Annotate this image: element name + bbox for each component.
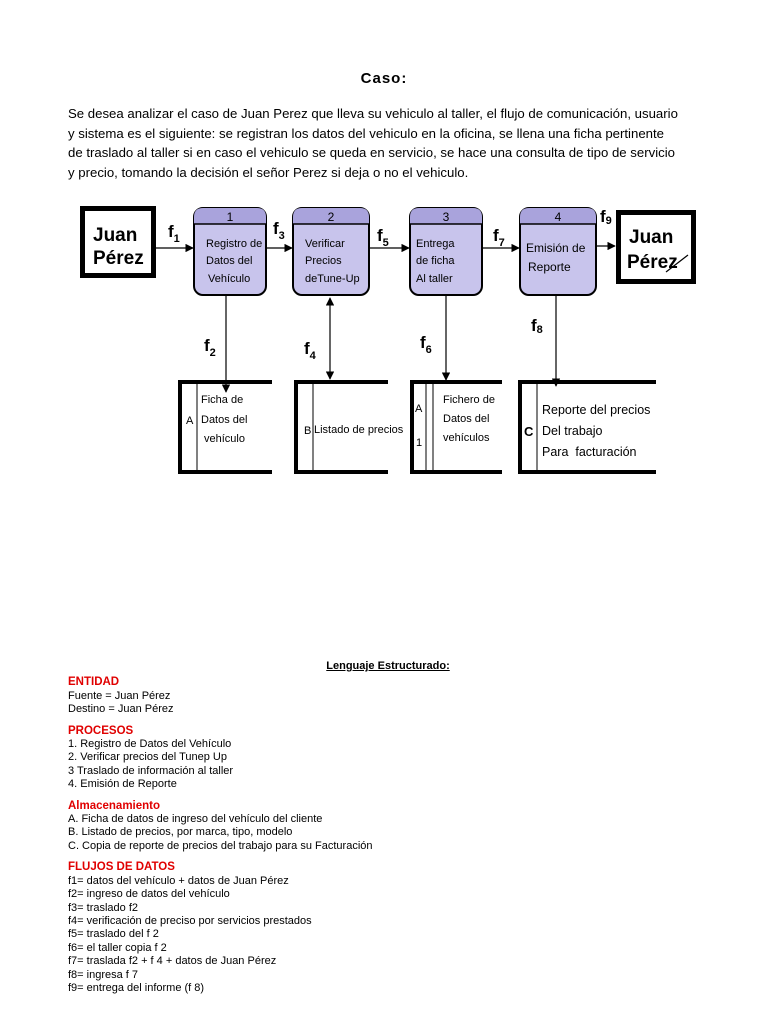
process-number: 3 [443,210,450,224]
section-line: f1= datos del vehículo + datos de Juan P… [68,874,289,887]
process-label: Vehículo [208,273,250,285]
flow-label-f5: f5 [377,226,389,249]
data-store-a: A Ficha de Datos del vehículo [178,380,272,474]
process-label: Datos del [206,255,252,267]
entity-destination: Juan Pérez [616,210,696,284]
intro-line: Se desea analizar el caso de Juan Perez … [68,106,678,121]
data-store-a1: A 1 Fichero de Datos del vehículos [410,380,502,474]
intro-line: de traslado al taller si en caso el vehi… [68,145,675,160]
store-label: Datos del [201,414,247,426]
store-id: A [186,415,194,427]
data-store-c: C Reporte del precios Del trabajo Para f… [518,380,656,474]
section-line: f4= verificación de preciso por servicio… [68,914,312,927]
flow-label-f3: f3 [273,219,285,242]
section-heading: FLUJOS DE DATOS [68,861,175,874]
process-4: 4 Emisión de Reporte [519,207,597,296]
process-number: 4 [555,210,562,224]
section-line: f9= entrega del informe (f 8) [68,981,205,994]
structured-language-section: Lenguaje Estructurado: ENTIDAD Fuente = … [68,660,708,1003]
process-number: 2 [328,210,335,224]
store-label: Para facturación [542,445,637,459]
process-2: 2 Verificar Precios deTune-Up [292,207,370,296]
section-line: 4. Emisión de Reporte [68,778,177,791]
section-line: f7= traslada f2 + f 4 + datos de Juan Pé… [68,955,277,968]
store-label: Reporte del precios [542,403,650,417]
flow-label-f4: f4 [304,339,317,362]
entity-source: Juan Pérez [80,206,156,278]
store-label: vehículos [443,432,490,444]
store-label: Ficha de [201,394,243,406]
intro-line: y sistema es el siguiente: se registran … [68,125,664,141]
section-line: f2= ingreso de datos del vehículo [68,888,230,901]
flow-label-f9: f9 [600,207,612,227]
section-almacenamiento: Almacenamiento A. Ficha de datos de ingr… [68,800,708,854]
process-label: deTune-Up [305,273,360,285]
structured-title: Lenguaje Estructurado: [326,660,450,672]
entity-dest-line1: Juan [629,227,673,248]
store-id: C [524,424,534,439]
section-heading: ENTIDAD [68,676,120,689]
section-line: A. Ficha de datos de ingreso del vehícul… [68,813,323,826]
section-line: 3 Traslado de información al taller [68,764,234,777]
process-label: Registro de [206,238,262,250]
process-label: Verificar [305,238,345,250]
entity-dest-line2: Pérez [627,252,678,273]
store-label: Listado de precios [314,424,404,436]
section-line: C. Copia de reporte de precios del traba… [68,839,373,852]
process-1: 1 Registro de Datos del Vehículo [193,207,267,296]
flow-label-f2: f2 [204,336,216,359]
flow-label-f6: f6 [420,333,432,356]
entity-source-line2: Pérez [93,248,144,269]
section-line: 2. Verificar precios del Tunep Up [68,751,227,764]
section-procesos: PROCESOS 1. Registro de Datos del Vehícu… [68,725,708,792]
data-store-b: B Listado de precios [294,380,404,474]
store-label: vehículo [204,433,245,445]
process-label: Precios [305,255,342,267]
section-flujos-de-datos: FLUJOS DE DATOS f1= datos del vehículo +… [68,861,708,995]
section-line: Fuente = Juan Pérez [68,689,171,702]
section-heading: Almacenamiento [68,799,161,812]
process-label: Reporte [528,260,571,274]
store-id: B [304,425,311,437]
entity-source-line1: Juan [93,225,137,246]
section-line: f3= traslado f2 [68,901,139,914]
section-line: f6= el taller copia f 2 [68,941,167,954]
process-3: 3 Entrega de ficha Al taller [409,207,483,296]
flow-label-f7: f7 [493,226,505,249]
process-label: Emisión de [526,241,586,255]
section-line: 1. Registro de Datos del Vehículo [68,738,232,751]
page-title: Caso: [360,70,408,87]
process-label: Al taller [416,273,453,285]
store-label: Fichero de [443,394,495,406]
section-line: Destino = Juan Pérez [68,703,174,716]
store-id-secondary: 1 [416,437,422,449]
section-line: B. Listado de precios, por marca, tipo, … [68,826,293,839]
process-label: de ficha [416,255,455,267]
section-line: f8= ingresa f 7 [68,968,139,981]
store-id: A [415,403,423,415]
process-label: Entrega [416,238,455,250]
flow-label-f8: f8 [531,316,543,336]
store-label: Datos del [443,413,489,425]
flow-label-f1: f1 [168,222,180,245]
intro-paragraph: Se desea analizar el caso de Juan Perez … [68,104,708,182]
process-number: 1 [227,210,234,224]
intro-line: y precio, tomando la decisión el señor P… [68,164,469,180]
section-heading: PROCESOS [68,724,134,737]
store-label: Del trabajo [542,424,602,438]
section-entidad: ENTIDAD Fuente = Juan Pérez Destino = Ju… [68,676,708,716]
section-line: f5= traslado del f 2 [68,928,159,941]
